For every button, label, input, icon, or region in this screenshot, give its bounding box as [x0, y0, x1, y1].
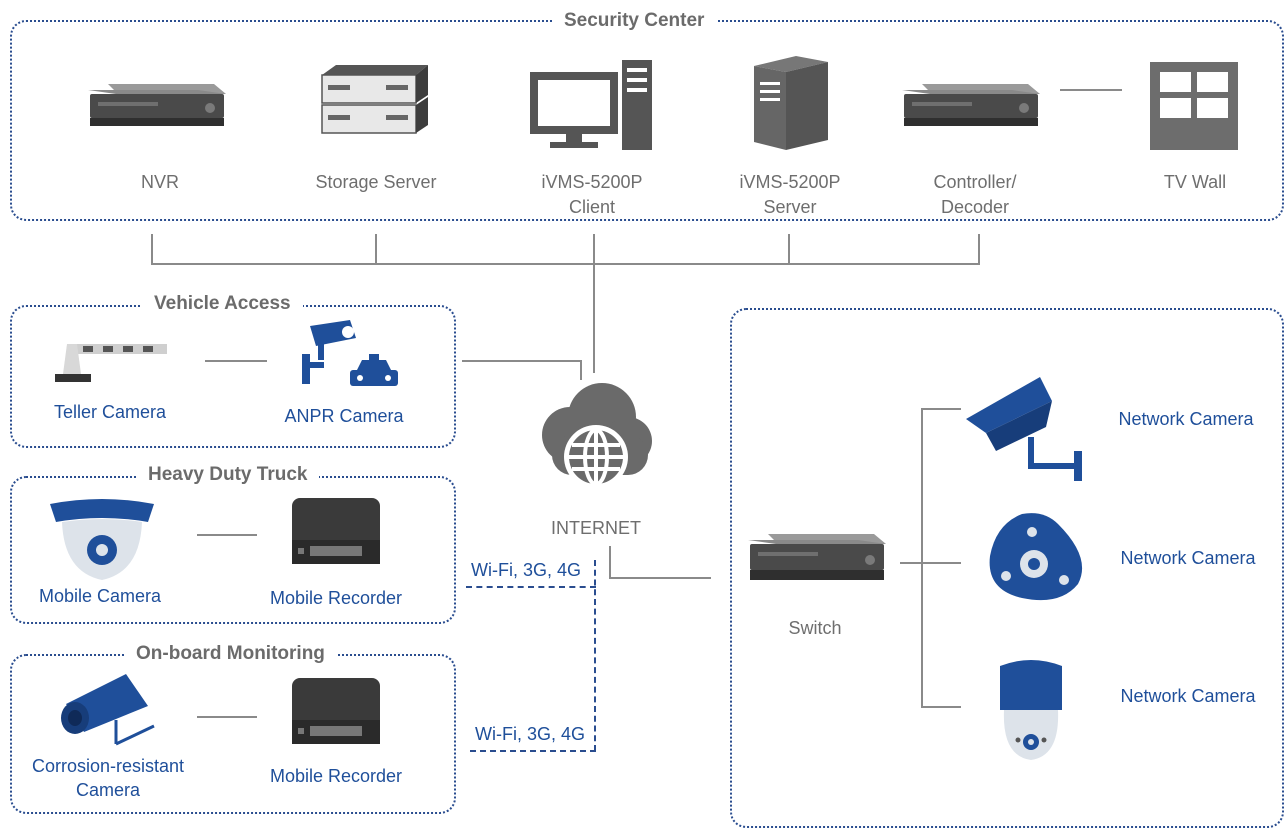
bullet-camera-icon: [61, 674, 155, 746]
server-label-line1: iVMS-5200P: [739, 172, 841, 192]
mobile-camera-label: Mobile Camera: [38, 586, 162, 606]
mobile-dome-camera-icon: [50, 499, 154, 580]
storage-server-icon: [321, 65, 428, 134]
tree-branch-2: [921, 562, 961, 564]
tree-vertical: [921, 408, 923, 708]
network-camera-label-1: Network Camera: [1118, 409, 1254, 429]
bus-drop-decoder: [978, 234, 980, 264]
nvr-label: NVR: [140, 172, 179, 192]
anpr-camera-label: ANPR Camera: [284, 406, 404, 426]
decoder-label-line2: Decoder: [940, 197, 1010, 217]
network-camera-label-2: Network Camera: [1120, 548, 1256, 568]
bus-drop-storage: [375, 234, 377, 264]
bus-drop-nvr: [151, 234, 153, 264]
tree-branch-1: [921, 408, 961, 410]
mobile-camera-recorder-link: [197, 534, 257, 536]
decoder-tvwall-link: [1060, 89, 1122, 91]
bus-horizontal: [151, 263, 980, 265]
onboard-monitoring-title: On-board Monitoring: [124, 643, 337, 665]
storage-server-label: Storage Server: [315, 172, 437, 192]
security-center-title: Security Center: [552, 10, 717, 32]
barrier-gate-icon: [55, 344, 167, 382]
client-label-line1: iVMS-5200P: [541, 172, 643, 192]
client-label-line2: Client: [568, 197, 616, 217]
internet-switch-link-h: [609, 577, 711, 579]
vehicle-internet-link-h: [462, 360, 582, 362]
tv-wall-label: TV Wall: [1163, 172, 1227, 192]
anpr-camera-icon: [302, 320, 398, 386]
server-label-line2: Server: [763, 197, 817, 217]
mobile-recorder-label-2: Mobile Recorder: [269, 766, 403, 786]
tree-branch-3: [921, 706, 961, 708]
internet-switch-link-v: [609, 546, 611, 578]
bus-drop-client: [593, 234, 595, 264]
switch-icon: [748, 534, 886, 580]
wireless-link-vertical: [594, 560, 596, 751]
teller-camera-label: Teller Camera: [53, 402, 167, 422]
mobile-recorder-icon-2: [292, 678, 380, 744]
wireless-label-2: Wi-Fi, 3G, 4G: [474, 724, 585, 744]
network-camera-ptz-icon: [1000, 660, 1062, 760]
network-camera-box-icon: [966, 377, 1082, 481]
network-camera-dome-icon: [989, 513, 1083, 601]
bullet-camera-recorder-link: [197, 716, 257, 718]
server-tower-icon: [754, 56, 828, 150]
network-camera-label-3: Network Camera: [1120, 686, 1256, 706]
wireless-link-truck: [466, 586, 596, 588]
decoder-label-line1: Controller/: [933, 172, 1017, 192]
switch-tree-link: [900, 562, 922, 564]
heavy-duty-truck-title: Heavy Duty Truck: [136, 464, 320, 486]
client-pc-icon: [530, 60, 652, 150]
switch-label: Switch: [788, 618, 842, 638]
teller-anpr-link: [205, 360, 267, 362]
decoder-icon: [902, 84, 1040, 126]
vehicle-access-title: Vehicle Access: [142, 293, 303, 315]
bus-to-internet: [593, 263, 595, 373]
nvr-icon: [88, 84, 226, 126]
wireless-label-1: Wi-Fi, 3G, 4G: [470, 560, 581, 580]
wireless-link-onboard: [470, 750, 596, 752]
tv-wall-icon: [1150, 62, 1238, 150]
vehicle-internet-link-v: [580, 360, 582, 380]
internet-label: INTERNET: [551, 518, 641, 538]
mobile-recorder-label-1: Mobile Recorder: [269, 588, 403, 608]
corrosion-camera-label-line1: Corrosion-resistant: [31, 756, 185, 776]
internet-cloud-icon: [542, 383, 652, 489]
mobile-recorder-icon-1: [292, 498, 380, 564]
corrosion-camera-label-line2: Camera: [75, 780, 141, 800]
bus-drop-server: [788, 234, 790, 264]
